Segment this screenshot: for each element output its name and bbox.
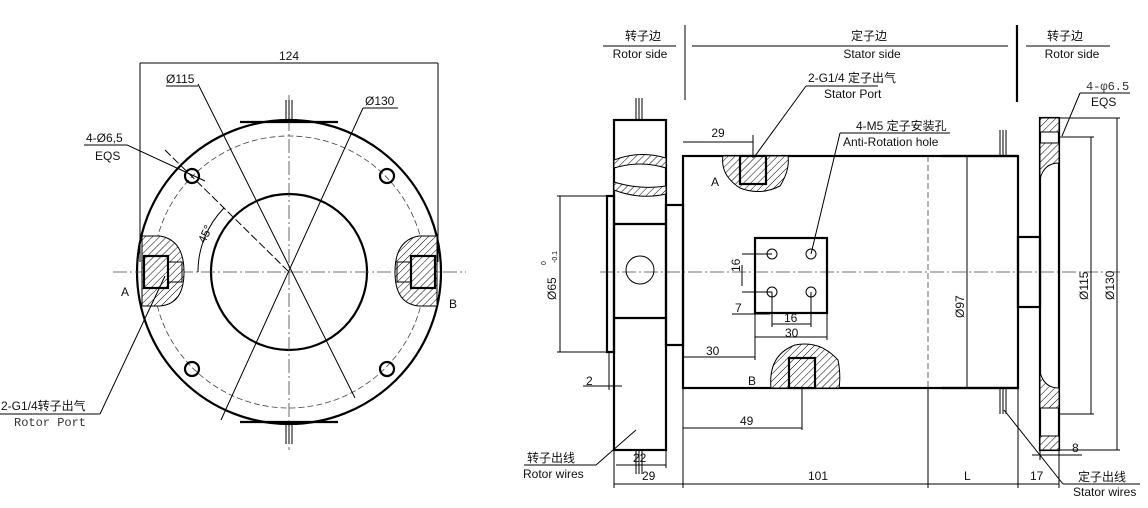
rotor-spigot bbox=[605, 194, 616, 354]
rotor-side-en: Rotor side bbox=[613, 47, 668, 61]
dim-49: 49 bbox=[740, 414, 754, 428]
rotor-side2-en: Rotor side bbox=[1045, 47, 1100, 61]
dim-29-top: 29 bbox=[711, 126, 725, 140]
bolt-hole bbox=[183, 360, 201, 378]
rotor-block bbox=[612, 118, 668, 452]
holes-label: 4-Ø6,5 bbox=[86, 131, 123, 145]
holes-eqs-label: EQS bbox=[1091, 95, 1116, 109]
dia-97-label: Ø97 bbox=[953, 295, 967, 318]
width-dim: 124 bbox=[279, 49, 299, 63]
stator-port-cn: 2-G1/4 定子出气 bbox=[808, 70, 896, 85]
rotor-hole bbox=[625, 255, 655, 285]
dim-29: 29 bbox=[642, 469, 656, 483]
stator-wires-cn: 定子出线 bbox=[1078, 469, 1126, 484]
wire-bundle-bottom bbox=[285, 422, 293, 444]
dim-30-b: 30 bbox=[706, 344, 720, 358]
port-b-label: B bbox=[748, 374, 756, 388]
dim-101: 101 bbox=[808, 469, 828, 483]
dim-16-v: 16 bbox=[729, 258, 743, 272]
dim-L: L bbox=[964, 469, 971, 483]
rotor-port-b-section bbox=[394, 235, 438, 307]
side-view: 转子边 Rotor side 定子边 Stator side 转子边 Rotor… bbox=[523, 25, 1140, 499]
anti-rotation-cn: 4-M5 定子安装孔 bbox=[856, 118, 947, 133]
dia-130-label: Ø130 bbox=[1103, 270, 1117, 300]
angle-label: 45° bbox=[195, 223, 215, 246]
dim-16-h: 16 bbox=[784, 311, 798, 325]
stator-port-b-section bbox=[770, 343, 841, 389]
bolt-hole bbox=[183, 167, 201, 185]
dim-22: 22 bbox=[633, 451, 647, 465]
dia-115-label: Ø115 bbox=[1077, 271, 1091, 300]
bolt-hole bbox=[378, 360, 396, 378]
stator-wires-en: Stator wires bbox=[1073, 485, 1136, 499]
anti-rotation-plate bbox=[753, 236, 829, 315]
rotor-wires-cn: 转子出线 bbox=[527, 450, 575, 465]
rotor-port-en-label: Rotor Port bbox=[14, 416, 86, 430]
stator-port-en: Stator Port bbox=[824, 87, 882, 101]
stator-side-cn: 定子边 bbox=[851, 28, 887, 43]
dia-130-label: Ø130 bbox=[365, 94, 395, 108]
dim-30-a: 30 bbox=[785, 326, 799, 340]
dia-65-tol-upper: 0 bbox=[541, 261, 548, 265]
dim-17: 17 bbox=[1030, 469, 1044, 483]
dia-115-label: Ø115 bbox=[166, 72, 195, 86]
stator-side-en: Stator side bbox=[843, 47, 901, 61]
rotor-wires-en: Rotor wires bbox=[523, 467, 584, 481]
dia-65-tol-lower: -0.1 bbox=[552, 251, 559, 263]
bolt-hole bbox=[378, 167, 396, 185]
wire-bundle-top bbox=[285, 100, 293, 122]
dim-2: 2 bbox=[586, 374, 593, 388]
dim-7: 7 bbox=[735, 301, 742, 315]
dia-65-label: Ø65 bbox=[545, 277, 559, 300]
holes-eqs-label: EQS bbox=[95, 149, 120, 163]
stator-port-a-section bbox=[722, 155, 789, 192]
port-a-label: A bbox=[711, 175, 719, 189]
rotor-side-cn: 转子边 bbox=[625, 28, 661, 43]
holes-label: 4-φ6.5 bbox=[1086, 80, 1129, 94]
port-b-label: B bbox=[449, 297, 457, 311]
port-a-label: A bbox=[121, 285, 129, 299]
anti-rotation-en: Anti-Rotation hole bbox=[843, 135, 939, 149]
dim-8: 8 bbox=[1072, 441, 1079, 455]
m5-holes bbox=[766, 248, 817, 298]
rotor-port-a-section bbox=[141, 235, 185, 307]
rotor-side2-cn: 转子边 bbox=[1047, 28, 1083, 43]
rotor-port-cn-label: 2-G1/4转子出气 bbox=[1, 398, 86, 413]
front-view: 124 45° A B Ø115 Ø130 4-Ø6,5 EQS 2-G1/4转… bbox=[0, 49, 466, 450]
